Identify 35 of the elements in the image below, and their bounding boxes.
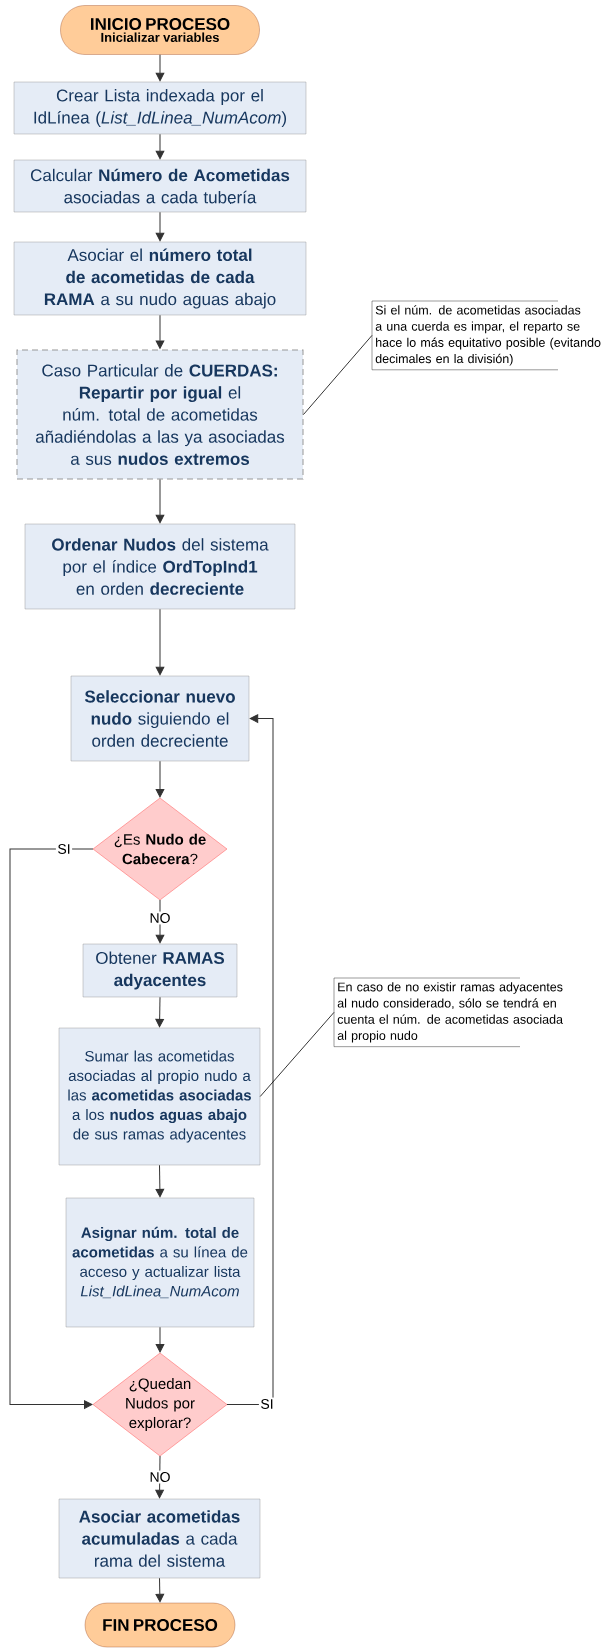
arrow — [155, 1577, 165, 1603]
leader-line — [303, 335, 373, 415]
arrow — [155, 211, 165, 242]
arrow — [155, 314, 165, 349]
process-box: Sumar las acometidas asociadas al propio nudo a las acometidas asociadas a los nudos aguas abajo de sus ramas adyacentes — [58, 1027, 261, 1166]
arrow — [226, 714, 274, 1405]
process-box: Obtener RAMAS adyacentes — [82, 943, 238, 998]
edge-label: NO — [148, 1470, 172, 1484]
process-box: Crear Lista indexada por el IdLínea (List_IdLinea_NumAcom) — [13, 81, 307, 135]
arrow — [155, 54, 165, 82]
arrow — [155, 1164, 165, 1198]
edge-label: NO — [148, 911, 172, 925]
process-box: Asociar acometidas acumuladas a cada rama del sistema — [58, 1498, 261, 1579]
arrow — [155, 996, 164, 1028]
process-box: Asignar núm. total de acometidas a su línea de acceso y actualizar lista List_IdLinea_NumAcom — [65, 1197, 255, 1328]
arrow — [155, 899, 165, 944]
leader-line — [259, 1011, 335, 1097]
process-box: Caso Particular de CUERDAS: Repartir por igual el núm. total de acometidas añadiéndolas a las ya asociadas a sus nudos extremos — [16, 349, 304, 480]
arrow — [9, 848, 94, 1409]
annotation-note: Si el núm. de acometidas asociadas a una cuerda es impar, el reparto se hace lo más equitativo posible (evitando decimales en la división) — [371, 300, 601, 370]
process-box: Asociar el número total de acometidas de cada RAMA a su nudo aguas abajo — [13, 241, 307, 316]
process-box: Ordenar Nudos del sistema por el índice OrdTopInd1 en orden decreciente — [24, 523, 296, 610]
arrow — [155, 133, 165, 160]
process-box: Calcular Número de Acometidas asociadas a cada tubería — [13, 159, 307, 213]
edge-label: SI — [55, 842, 73, 856]
terminal-box: FIN PROCESO — [84, 1602, 236, 1648]
arrow — [155, 608, 165, 676]
process-box: Seleccionar nuevo nudo siguiendo el orden decreciente — [70, 675, 250, 762]
arrow — [155, 760, 165, 798]
arrow — [155, 1326, 165, 1353]
terminal-box: INICIO PROCESO Inicializar variables — [60, 5, 260, 55]
arrow — [155, 1455, 164, 1499]
edge-label: SI — [258, 1397, 276, 1411]
annotation-note: En caso de no existir ramas adyacentes al nudo considerado, sólo se tendrá en cuenta el núm. de acometidas asociada al propio nudo — [333, 977, 563, 1047]
arrow — [155, 479, 165, 524]
